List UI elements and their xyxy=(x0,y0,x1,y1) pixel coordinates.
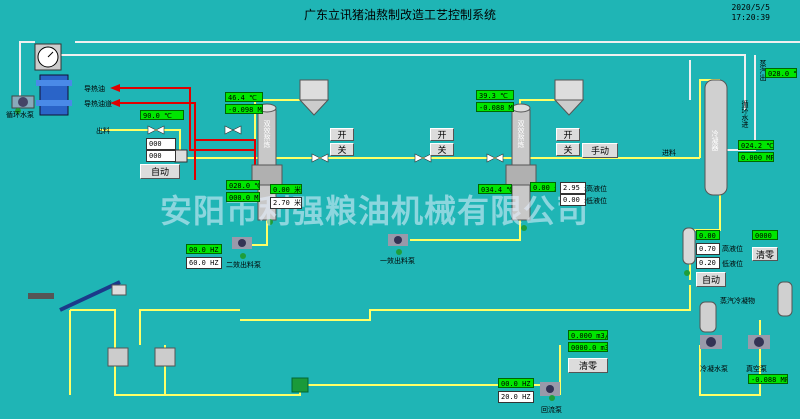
page-title: 广东立讯猪油熬制改造工艺控制系统 xyxy=(303,8,496,22)
setpoint-a-input[interactable]: 000 xyxy=(146,138,176,150)
return-pump-icon xyxy=(540,382,560,396)
pump-1-icon xyxy=(232,237,252,249)
gray-pipes xyxy=(19,41,800,151)
cond-temp-display: 024.2 ℃ xyxy=(738,140,774,150)
label-return-pump: 回流泵 xyxy=(541,406,562,414)
clear-button-2[interactable]: 清零 xyxy=(568,358,608,373)
open-button-3[interactable]: 开 xyxy=(556,128,580,141)
label-column-2: 双效熬炼 xyxy=(517,120,525,148)
tank-level-display: 0.00 米 xyxy=(696,230,720,240)
label-steam-out: 蒸汽出 xyxy=(759,60,767,81)
col2-level-lo-input[interactable]: 0.00 米 xyxy=(560,194,586,206)
label-vacuum-pump: 真空泵 xyxy=(746,365,767,373)
col2-lower-temp-display: 034.4 ℃ xyxy=(478,184,512,194)
close-button-1[interactable]: 关 xyxy=(330,143,354,156)
green-pump-icon xyxy=(291,377,309,393)
out-temp-display: 028.0 ℃ xyxy=(765,68,797,78)
col1-level-b-input[interactable]: 2.70 米 xyxy=(270,197,302,209)
pump1-set-input[interactable]: 60.0 HZ xyxy=(186,257,222,269)
pump1-hz-display: 00.0 HZ xyxy=(186,244,222,254)
close-button-2[interactable]: 关 xyxy=(430,143,454,156)
label-pump1: 二效出料泵 xyxy=(226,261,261,269)
clock: 2020/5/5 17:20:39 xyxy=(731,3,770,23)
flow-total-display: 0000.0 m3 xyxy=(568,342,608,352)
col1-temp-display: 46.4 ℃ xyxy=(225,92,263,102)
temp-in-display: 90.0 ℃ xyxy=(140,110,184,120)
col2-temp-display: 39.3 ℃ xyxy=(476,90,514,100)
condensate-pump-icon xyxy=(700,335,722,349)
label-feed-left: 出料 xyxy=(96,127,110,135)
vacuum-pump-icon xyxy=(748,335,770,349)
time-text: 17:20:39 xyxy=(731,13,770,22)
label-col2-low: 低液位 xyxy=(586,197,607,205)
auto-button-right[interactable]: 自动 xyxy=(696,272,726,287)
col2-level-hi-input[interactable]: 2.95 米 xyxy=(560,182,586,194)
col2-press-display: -0.088 MP xyxy=(476,102,514,112)
label-tank-high: 高液位 xyxy=(722,245,743,253)
tank-high-input[interactable]: 0.70 米 xyxy=(696,243,720,255)
filter-icon xyxy=(36,74,72,116)
label-feed-right: 进料 xyxy=(662,149,676,157)
valves xyxy=(147,125,504,163)
close-button-3[interactable]: 关 xyxy=(556,143,580,156)
pump-2-icon xyxy=(388,234,408,246)
receiver-tank-icon xyxy=(777,281,793,317)
return-hz-display: 00.0 HZ xyxy=(498,378,534,388)
circulation-pump-icon xyxy=(11,95,35,109)
conveyor-icon xyxy=(28,280,127,312)
col1-level-a-display: 0.00 米 xyxy=(270,184,302,194)
flow-rate-display: 0.000 m3/H xyxy=(568,330,608,340)
condenser-icon xyxy=(704,79,728,196)
col1-lower-press-display: 000.0 MP xyxy=(226,192,260,202)
label-water-in: 循环水进 xyxy=(741,100,749,128)
col2-level-a-display: 0.00 米 xyxy=(530,182,556,192)
cond-press-display: 0.000 MP xyxy=(738,152,774,162)
auto-button-left[interactable]: 自动 xyxy=(140,164,180,179)
clear-button-1[interactable]: 清零 xyxy=(752,247,778,261)
label-circ-pump: 循环水泵 xyxy=(6,111,34,119)
cyclone-2-icon xyxy=(553,79,585,116)
tank-low-input[interactable]: 0.20 米 xyxy=(696,257,720,269)
vacuum-press-display: -0.088 MP xyxy=(748,374,788,384)
label-heat-oil-out: 导热油道 xyxy=(84,100,112,108)
level-tank-icon xyxy=(682,227,696,265)
manual-button[interactable]: 手动 xyxy=(582,143,618,158)
label-heat-oil-in: 导热油 xyxy=(84,85,105,93)
label-condenser: 冷凝器 xyxy=(711,130,719,151)
label-tank-low: 低液位 xyxy=(722,260,743,268)
cyclone-1-icon xyxy=(298,79,330,116)
watermark: 安阳市利强粮油机械有限公司 xyxy=(160,192,590,230)
counter-display: 0000 xyxy=(752,230,778,240)
open-button-2[interactable]: 开 xyxy=(430,128,454,141)
col1-press-display: -0.098 MP xyxy=(225,104,263,114)
condensate-tank-icon xyxy=(699,301,717,333)
setpoint-b-input[interactable]: 000 xyxy=(146,150,176,162)
mix-tank-1-icon xyxy=(107,347,129,367)
label-condensate-pump: 冷凝水泵 xyxy=(700,365,728,373)
date-text: 2020/5/5 xyxy=(731,3,770,12)
label-pump2: 一效出料泵 xyxy=(380,257,415,265)
col1-lower-temp-display: 028.0 ℃ xyxy=(226,180,260,190)
label-col2-high: 高液位 xyxy=(586,185,607,193)
gauge-icon xyxy=(34,43,62,71)
label-condensate: 蒸汽冷凝物 xyxy=(720,297,755,305)
column-2-icon xyxy=(505,103,537,221)
return-set-input[interactable]: 20.0 HZ xyxy=(498,391,534,403)
open-button-1[interactable]: 开 xyxy=(330,128,354,141)
mix-tank-2-icon xyxy=(154,347,176,367)
label-column-1: 双效熬炼 xyxy=(263,120,271,148)
